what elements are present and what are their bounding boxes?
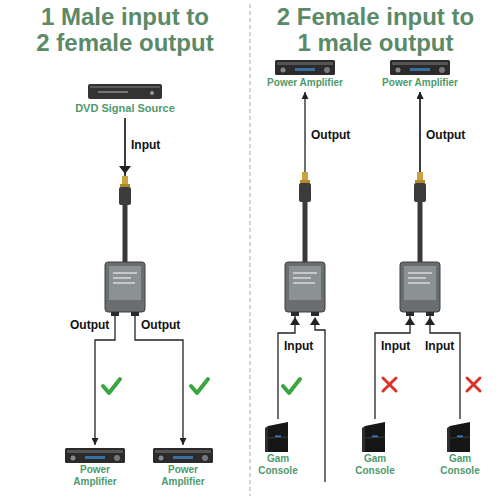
- device-label: Power Amplifier: [68, 464, 122, 488]
- port-label: Output: [70, 318, 109, 332]
- console-icon: [362, 422, 385, 452]
- check-mark: [191, 379, 208, 393]
- plug-body: [299, 183, 311, 202]
- splitter-box: [400, 262, 440, 316]
- dvd-player-icon: [88, 84, 162, 99]
- device-label: Gam Console: [351, 453, 399, 477]
- cross-mark: [467, 378, 480, 391]
- port-label: Input: [381, 339, 410, 353]
- cable: [418, 202, 423, 262]
- device-label: DVD Signal Source: [60, 102, 190, 115]
- amplifier-icon: [153, 448, 213, 463]
- cross-stroke: [467, 378, 480, 391]
- output-device: Power Amplifier: [260, 58, 350, 91]
- plug-ring: [120, 184, 130, 187]
- input-line: [315, 324, 325, 482]
- console-icon: [265, 422, 288, 452]
- cable: [123, 205, 128, 262]
- device-label: Gam Console: [254, 453, 302, 477]
- cable: [303, 202, 308, 262]
- arrowhead: [425, 317, 435, 325]
- output-device: Power Amplifier: [68, 446, 122, 490]
- output-device: Power Amplifier: [156, 446, 210, 490]
- splitter-box: [105, 262, 145, 316]
- dvd-trim: [90, 86, 160, 88]
- port-label: Output: [141, 318, 180, 332]
- divider-line: [250, 4, 251, 496]
- input-device: Gam Console: [436, 420, 484, 479]
- plug-tip: [122, 176, 128, 184]
- check-mark: [103, 379, 120, 393]
- device-label: Power Amplifier: [260, 77, 350, 89]
- splitter-box: [285, 262, 325, 316]
- plug-body: [414, 183, 426, 202]
- cross-stroke: [383, 378, 396, 391]
- section-heading: 2 Female input to 1 male output: [273, 4, 478, 56]
- cross-stroke: [467, 378, 480, 391]
- device-label: Power Amplifier: [375, 77, 465, 89]
- dvd-slot: [98, 91, 128, 93]
- dvd-body: [88, 84, 162, 99]
- port-label: Input: [284, 339, 313, 353]
- port-label: Output: [311, 128, 350, 142]
- cross-stroke: [383, 378, 396, 391]
- plug-ring: [300, 180, 310, 183]
- device-label: Power Amplifier: [156, 464, 210, 488]
- source-device: DVD Signal Source: [60, 82, 190, 117]
- console-icon: [447, 422, 470, 452]
- signal-connector: [375, 92, 420, 419]
- check-mark: [283, 379, 300, 393]
- section-heading: 1 Male input to 2 female output: [34, 4, 216, 56]
- arrowhead: [405, 317, 415, 325]
- plug-tip: [417, 172, 423, 180]
- port-label: Input: [425, 339, 454, 353]
- plug-ring: [415, 180, 425, 183]
- plug-tip: [302, 172, 308, 180]
- output-device: Power Amplifier: [375, 58, 465, 91]
- arrowhead: [290, 317, 300, 325]
- device-label: Gam Console: [436, 453, 484, 477]
- cross-mark: [383, 378, 396, 391]
- amplifier-icon: [275, 60, 335, 75]
- amplifier-icon: [390, 60, 450, 75]
- port-label: Input: [131, 138, 160, 152]
- input-device: Gam Console: [351, 420, 399, 479]
- dvd-button: [150, 91, 154, 95]
- amplifier-icon: [65, 448, 125, 463]
- arrowhead: [310, 317, 320, 325]
- signal-connector: [278, 92, 305, 419]
- arrowhead: [119, 166, 131, 174]
- plug-body: [119, 187, 131, 205]
- input-device: Gam Console: [254, 420, 302, 479]
- port-label: Output: [426, 128, 465, 142]
